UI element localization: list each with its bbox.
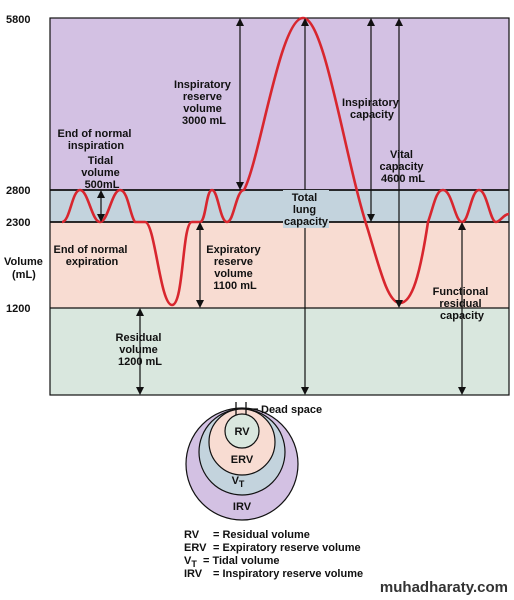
legend-abbr-rv: RV <box>184 529 200 541</box>
label-inspiratory-reserve-line3: volume <box>183 103 222 115</box>
label-vital-capacity-line3: 4600 mL <box>381 173 425 185</box>
label-vital-capacity-line2: capacity <box>379 161 424 173</box>
circle-rv-label: RV <box>234 426 250 438</box>
volume-zones <box>50 18 509 395</box>
legend-text-vt: = Tidal volume <box>203 555 280 567</box>
label-inspiratory-capacity-line1: Inspiratory <box>342 97 400 109</box>
label-expiratory-reserve: Expiratory reserve volume 1100 mL <box>206 244 263 292</box>
label-residual-volume-line2: volume <box>119 344 158 356</box>
label-end-normal-expiration: End of normal expiration <box>53 244 130 268</box>
y-axis-label-line1: Volume <box>4 256 43 268</box>
label-functional-residual-line2: residual <box>439 298 481 310</box>
legend-text-rv: = Residual volume <box>213 529 310 541</box>
circle-erv-label: ERV <box>231 454 254 466</box>
label-vital-capacity-line1: Vital <box>390 149 413 161</box>
legend-abbr-irv: IRV <box>184 568 203 580</box>
label-total-lung-capacity-line1: Total <box>292 192 317 204</box>
nested-volume-circles: Dead space RV ERV VT IRV <box>185 402 322 521</box>
zone-0 <box>50 18 509 190</box>
label-residual-volume-line1: Residual <box>116 332 162 344</box>
label-vital-capacity: Vital capacity 4600 mL <box>379 149 426 185</box>
label-residual-volume: Residual volume 1200 mL <box>116 332 165 368</box>
legend-text-erv: = Expiratory reserve volume <box>213 542 361 554</box>
y-tick-2300: 2300 <box>6 217 30 229</box>
label-expiratory-reserve-line3: volume <box>214 268 253 280</box>
watermark: muhadharaty.com <box>380 579 508 596</box>
label-tidal-volume-line1: Tidal <box>88 155 113 167</box>
y-axis-label-line2: (mL) <box>12 269 36 281</box>
y-tick-2800: 2800 <box>6 185 30 197</box>
label-total-lung-capacity-line3: capacity <box>284 216 329 228</box>
label-end-normal-inspiration-line2: inspiration <box>68 140 125 152</box>
chart-frame <box>49 17 510 396</box>
zone-3 <box>50 308 509 395</box>
label-end-normal-expiration-line2: expiration <box>66 256 119 268</box>
label-expiratory-reserve-line1: Expiratory <box>206 244 261 256</box>
label-tidal-volume-line2: volume <box>81 167 120 179</box>
legend-abbr-erv: ERV <box>184 542 207 554</box>
label-end-normal-expiration-line1: End of normal <box>53 244 127 256</box>
label-functional-residual-line3: capacity <box>440 310 485 322</box>
label-total-lung-capacity-line2: lung <box>293 204 316 216</box>
label-expiratory-reserve-line4: 1100 mL <box>213 280 257 292</box>
legend-text-irv: = Inspiratory reserve volume <box>213 568 363 580</box>
legend-abbr-vt-main: V <box>184 555 192 567</box>
circle-irv-label: IRV <box>233 501 252 513</box>
legend-abbr-vt: VT <box>184 555 197 569</box>
label-end-normal-inspiration-line1: End of normal <box>57 128 131 140</box>
circle-vt-label: VT <box>232 475 245 489</box>
label-tidal-volume-line3: 500mL <box>85 179 120 191</box>
label-inspiratory-capacity-line2: capacity <box>350 109 395 121</box>
label-inspiratory-capacity: Inspiratory capacity <box>342 97 402 121</box>
label-residual-volume-line3: 1200 mL <box>118 356 162 368</box>
label-functional-residual-line1: Functional <box>433 286 489 298</box>
y-tick-5800: 5800 <box>6 14 30 26</box>
label-total-lung-capacity: Total lung capacity <box>284 192 329 228</box>
label-tidal-volume: Tidal volume 500mL <box>81 155 123 191</box>
label-end-normal-inspiration: End of normal inspiration <box>57 128 134 152</box>
circle-vt-main: V <box>232 475 240 487</box>
circle-vt-sub: T <box>239 479 245 489</box>
y-tick-1200: 1200 <box>6 303 30 315</box>
label-expiratory-reserve-line2: reserve <box>214 256 253 268</box>
legend-abbr-vt-sub: T <box>191 559 197 569</box>
spirogram-trace <box>61 16 510 307</box>
label-functional-residual: Functional residual capacity <box>433 286 492 322</box>
total-lung-label-bg <box>283 190 329 228</box>
label-inspiratory-reserve-line4: 3000 mL <box>182 115 226 127</box>
label-inspiratory-reserve: Inspiratory reserve volume 3000 mL <box>174 79 234 127</box>
label-inspiratory-reserve-line2: reserve <box>183 91 222 103</box>
dead-space-label: Dead space <box>261 404 322 416</box>
circle-rv <box>224 413 260 449</box>
legend: RV = Residual volume ERV = Expiratory re… <box>184 529 363 580</box>
zone-2 <box>50 222 509 308</box>
zone-1 <box>50 190 509 222</box>
label-inspiratory-reserve-line1: Inspiratory <box>174 79 232 91</box>
y-axis-label: Volume (mL) <box>4 256 46 281</box>
